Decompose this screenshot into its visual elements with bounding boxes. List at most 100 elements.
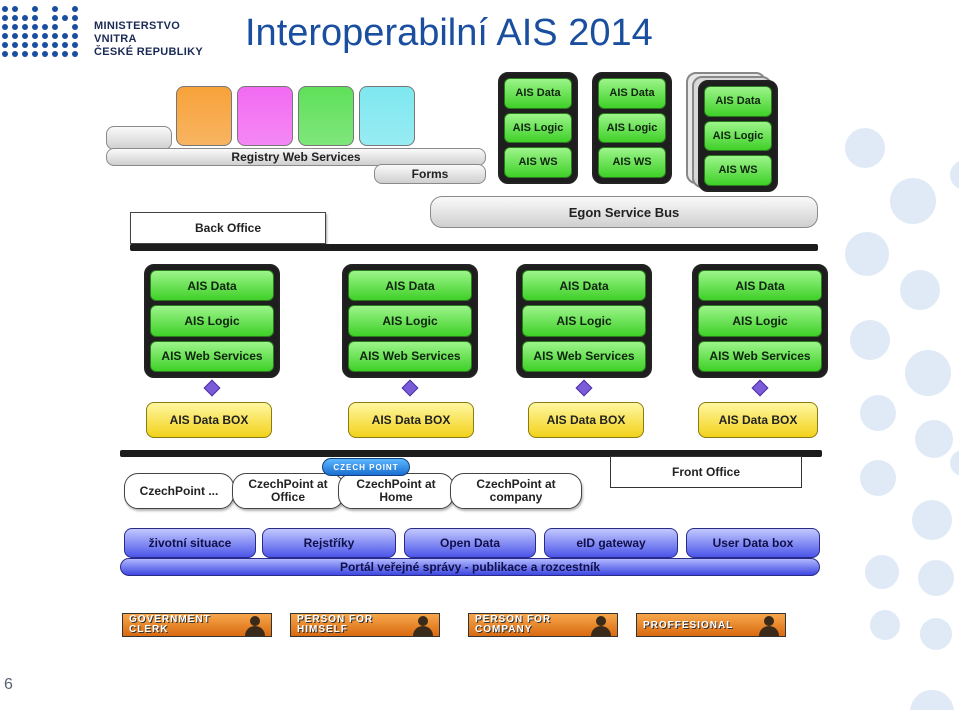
ais-small-stack-1: AIS Data AIS Logic AIS WS [498, 72, 578, 184]
portal-tab-zivotni-situace: životní situace [124, 528, 256, 558]
logo-dot [12, 51, 18, 57]
ais-data-cell: AIS Data [504, 78, 572, 109]
decorative-dot [870, 610, 900, 640]
logo-dot [72, 15, 78, 21]
ais-data-cell: AIS Data [598, 78, 666, 109]
role-label: GOVERNMENT CLERK [129, 614, 211, 635]
role-government-clerk: GOVERNMENT CLERK [122, 613, 272, 637]
logo-dot [42, 33, 48, 39]
ais-data-box-1: AIS Data BOX [146, 402, 272, 438]
portal-tab-open-data: Open Data [404, 528, 536, 558]
logo-dot [62, 42, 68, 48]
logo-dot [2, 6, 8, 12]
ais-web-services-cell: AIS Web Services [522, 340, 646, 372]
portal-bar: Portál veřejné správy - publikace a rozc… [120, 558, 820, 576]
logo-dot [62, 51, 68, 57]
grey-card [106, 126, 172, 150]
logo-dot [12, 33, 18, 39]
role-proffesional: PROFFESIONAL [636, 613, 786, 637]
logo-dot [72, 24, 78, 30]
ais-stack-3: AIS Data AIS Logic AIS Web Services [516, 264, 652, 378]
ais-web-services-cell: AIS Web Services [348, 340, 472, 372]
color-card-green [298, 86, 354, 146]
decorative-dot [950, 160, 959, 190]
portal-tab-user-data-box: User Data box [686, 528, 820, 558]
page-number: 6 [4, 676, 13, 693]
page-title: Interoperabilní AIS 2014 [245, 12, 653, 54]
role-label: PERSON FOR COMPANY [475, 614, 552, 635]
ais-web-services-cell: AIS Web Services [698, 340, 822, 372]
portal-tab-rejstriky: Rejstříky [262, 528, 396, 558]
logo-dot-grid-icon [2, 2, 84, 62]
logo-dot [52, 33, 58, 39]
czechpoint-office: CzechPoint at Office [232, 473, 344, 509]
ais-logic-cell: AIS Logic [150, 305, 274, 337]
connector-diamond [203, 379, 221, 397]
front-office-box: Front Office [610, 456, 802, 488]
role-person-for-himself: PERSON FOR HIMSELF [290, 613, 440, 637]
logo-dot [42, 42, 48, 48]
logo-dot [22, 15, 28, 21]
logo-dot [2, 33, 8, 39]
ais-data-box-4: AIS Data BOX [698, 402, 818, 438]
connector-diamond [401, 379, 419, 397]
logo-dot [32, 24, 38, 30]
ais-data-box-3: AIS Data BOX [528, 402, 644, 438]
decorative-dot [850, 320, 890, 360]
logo-dot [22, 33, 28, 39]
logo-dot [42, 51, 48, 57]
role-label: PROFFESIONAL [643, 620, 734, 631]
decorative-dot [912, 500, 952, 540]
logo-dot [52, 15, 58, 21]
role-person-for-company: PERSON FOR COMPANY [468, 613, 618, 637]
ais-data-cell: AIS Data [348, 270, 472, 302]
logo-dot [52, 51, 58, 57]
logo-dot [72, 42, 78, 48]
color-card-magenta [237, 86, 293, 146]
logo-dot [32, 15, 38, 21]
logo-dot [32, 6, 38, 12]
ais-small-stack-2: AIS Data AIS Logic AIS WS [592, 72, 672, 184]
ais-logic-cell: AIS Logic [348, 305, 472, 337]
decorative-dot [918, 560, 954, 596]
ministry-name-line1: MINISTERSTVO VNITRA [94, 20, 181, 45]
forms-bar: Forms [374, 164, 486, 184]
decorative-dot [860, 460, 896, 496]
connector-diamond [751, 379, 769, 397]
decorative-dot [905, 350, 951, 396]
logo-dot [32, 42, 38, 48]
logo-dot [32, 33, 38, 39]
ais-logic-cell: AIS Logic [598, 112, 666, 144]
logo-dot [22, 42, 28, 48]
decorative-dot [845, 128, 885, 168]
ais-ws-cell: AIS WS [504, 147, 572, 179]
decorative-dot [860, 395, 896, 431]
decorative-dot [865, 555, 899, 589]
ais-small-stack-3: AIS Data AIS Logic AIS WS [698, 80, 778, 192]
decorative-dot [890, 178, 936, 224]
ais-logic-cell: AIS Logic [504, 112, 572, 144]
role-label: PERSON FOR HIMSELF [297, 614, 374, 635]
portal-tab-eid-gateway: eID gateway [544, 528, 678, 558]
logo-dot [22, 51, 28, 57]
ais-ws-cell: AIS WS [598, 147, 666, 179]
ais-web-services-cell: AIS Web Services [150, 340, 274, 372]
ais-stack-1: AIS Data AIS Logic AIS Web Services [144, 264, 280, 378]
ministry-logo: MINISTERSTVO VNITRA ČESKÉ REPUBLIKY [2, 2, 222, 62]
logo-dot [22, 24, 28, 30]
ais-data-cell: AIS Data [704, 86, 772, 117]
logo-dot [2, 51, 8, 57]
person-icon [411, 614, 435, 636]
decorative-dot [950, 450, 959, 476]
ais-stack-2: AIS Data AIS Logic AIS Web Services [342, 264, 478, 378]
logo-dot [2, 15, 8, 21]
logo-dot [12, 42, 18, 48]
logo-dot [52, 42, 58, 48]
logo-dot [12, 24, 18, 30]
decorative-dot [910, 690, 954, 710]
logo-dot [42, 24, 48, 30]
registry-web-services-bar: Registry Web Services [106, 148, 486, 166]
person-icon [243, 614, 267, 636]
ais-stack-4: AIS Data AIS Logic AIS Web Services [692, 264, 828, 378]
decorative-dot [900, 270, 940, 310]
